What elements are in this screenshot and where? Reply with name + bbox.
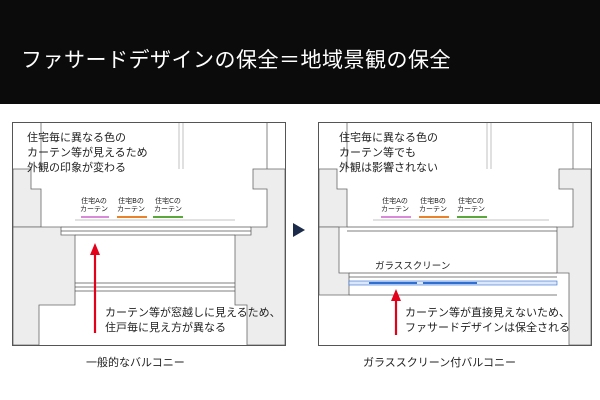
right-balcony-drawing (319, 123, 591, 345)
header-bar: ファサードデザインの保全＝地域景観の保全 (0, 0, 600, 104)
left-note-line-2: 住戸毎に見え方が異なる (105, 321, 226, 334)
left-unit-b-line-2: カーテン (117, 205, 145, 213)
left-unit-b-line-1: 住宅Bの (118, 197, 144, 205)
right-unit-c-line-2: カーテン (457, 205, 485, 213)
left-note-line-1: カーテン等が窓越しに見えるため、 (105, 306, 281, 319)
left-top-line-3: 外観の印象が変わる (27, 161, 126, 174)
left-top-line-2: カーテン等が見えるため (27, 146, 148, 159)
right-unit-a-line-1: 住宅Aの (382, 197, 408, 205)
right-unit-a-line-2: カーテン (381, 205, 409, 213)
left-caption: 一般的なバルコニー (86, 356, 185, 369)
right-diagram-panel: 住宅毎に異なる色の カーテン等でも 外観は影響されない 住宅Aの カーテン 住宅… (318, 122, 592, 346)
left-bottom-note: カーテン等が窓越しに見えるため、 住戸毎に見え方が異なる (105, 305, 281, 335)
right-top-line-3: 外観は影響されない (339, 161, 438, 174)
right-note-line-1: カーテン等が直接見えないため、 (405, 306, 570, 319)
left-top-text: 住宅毎に異なる色の カーテン等が見えるため 外観の印象が変わる (27, 130, 148, 175)
left-unit-c-label: 住宅Cの カーテン (153, 197, 183, 213)
left-unit-a-line-2: カーテン (80, 205, 108, 213)
page-title: ファサードデザインの保全＝地域景観の保全 (21, 48, 451, 72)
left-unit-c-line-1: 住宅Cの (155, 197, 181, 205)
right-unit-b-label: 住宅Bの カーテン (418, 197, 448, 213)
right-top-line-1: 住宅毎に異なる色の (339, 131, 438, 144)
right-unit-b-line-1: 住宅Bの (420, 197, 446, 205)
left-unit-b-label: 住宅Bの カーテン (116, 197, 146, 213)
right-top-text: 住宅毎に異なる色の カーテン等でも 外観は影響されない (339, 130, 438, 175)
right-caption: ガラススクリーン付バルコニー (363, 356, 517, 369)
left-unit-a-label: 住宅Aの カーテン (79, 197, 109, 213)
right-bottom-note: カーテン等が直接見えないため、 ファサードデザインは保全される (405, 305, 570, 335)
arrow-triangle-icon (293, 223, 305, 237)
right-unit-b-line-2: カーテン (419, 205, 447, 213)
left-top-line-1: 住宅毎に異なる色の (27, 131, 126, 144)
right-unit-c-line-1: 住宅Cの (458, 197, 484, 205)
right-top-line-2: カーテン等でも (339, 146, 416, 159)
right-unit-a-label: 住宅Aの カーテン (380, 197, 410, 213)
right-unit-c-label: 住宅Cの カーテン (456, 197, 486, 213)
left-unit-c-line-2: カーテン (154, 205, 182, 213)
left-unit-a-line-1: 住宅Aの (81, 197, 107, 205)
right-note-line-2: ファサードデザインは保全される (405, 321, 570, 334)
left-diagram-panel: 住宅毎に異なる色の カーテン等が見えるため 外観の印象が変わる 住宅Aの カーテ… (12, 122, 286, 346)
glass-screen-label: ガラススクリーン (375, 261, 451, 272)
left-balcony-drawing (13, 123, 285, 345)
